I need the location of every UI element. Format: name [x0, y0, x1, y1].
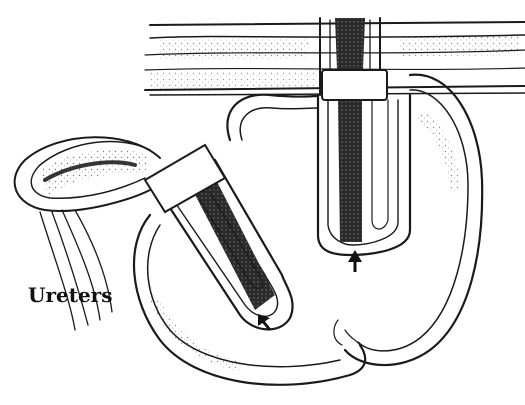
left-nipple-valve [145, 145, 293, 329]
reservoir-wall [134, 75, 482, 385]
ureteral-limb [15, 137, 160, 211]
arrow-up-icon-right [348, 250, 362, 272]
ureters-label: Ureters [28, 283, 112, 307]
right-nipple-valve [318, 70, 410, 255]
ureter-lines [40, 210, 112, 330]
